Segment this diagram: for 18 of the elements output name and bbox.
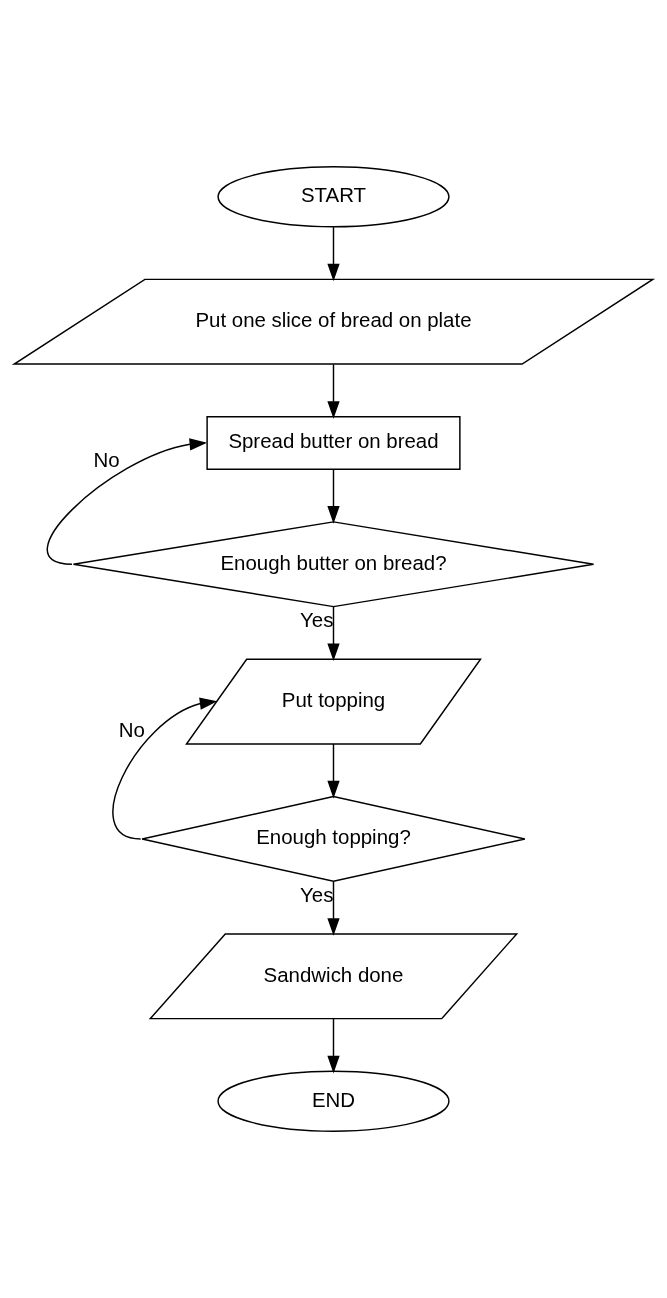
arrow bbox=[327, 1018, 340, 1074]
node-diamond: Enough butter on bread? bbox=[72, 521, 595, 608]
node-ellipse: END bbox=[217, 1070, 450, 1132]
arrow bbox=[327, 606, 340, 662]
arrow bbox=[46, 438, 208, 565]
node-diamond: Enough topping? bbox=[141, 795, 526, 883]
edge-label: No bbox=[93, 448, 120, 472]
arrow bbox=[327, 468, 340, 524]
edge-label: Yes bbox=[300, 882, 334, 906]
node-box: Spread butter on bread bbox=[206, 415, 461, 471]
arrow bbox=[327, 880, 340, 936]
node-ellipse: START bbox=[217, 166, 450, 228]
arrow bbox=[112, 697, 218, 840]
arrow bbox=[327, 226, 340, 282]
arrow bbox=[327, 743, 340, 799]
arrow bbox=[327, 363, 340, 419]
edge-label: No bbox=[118, 717, 145, 741]
edge-label: Yes bbox=[300, 608, 334, 632]
